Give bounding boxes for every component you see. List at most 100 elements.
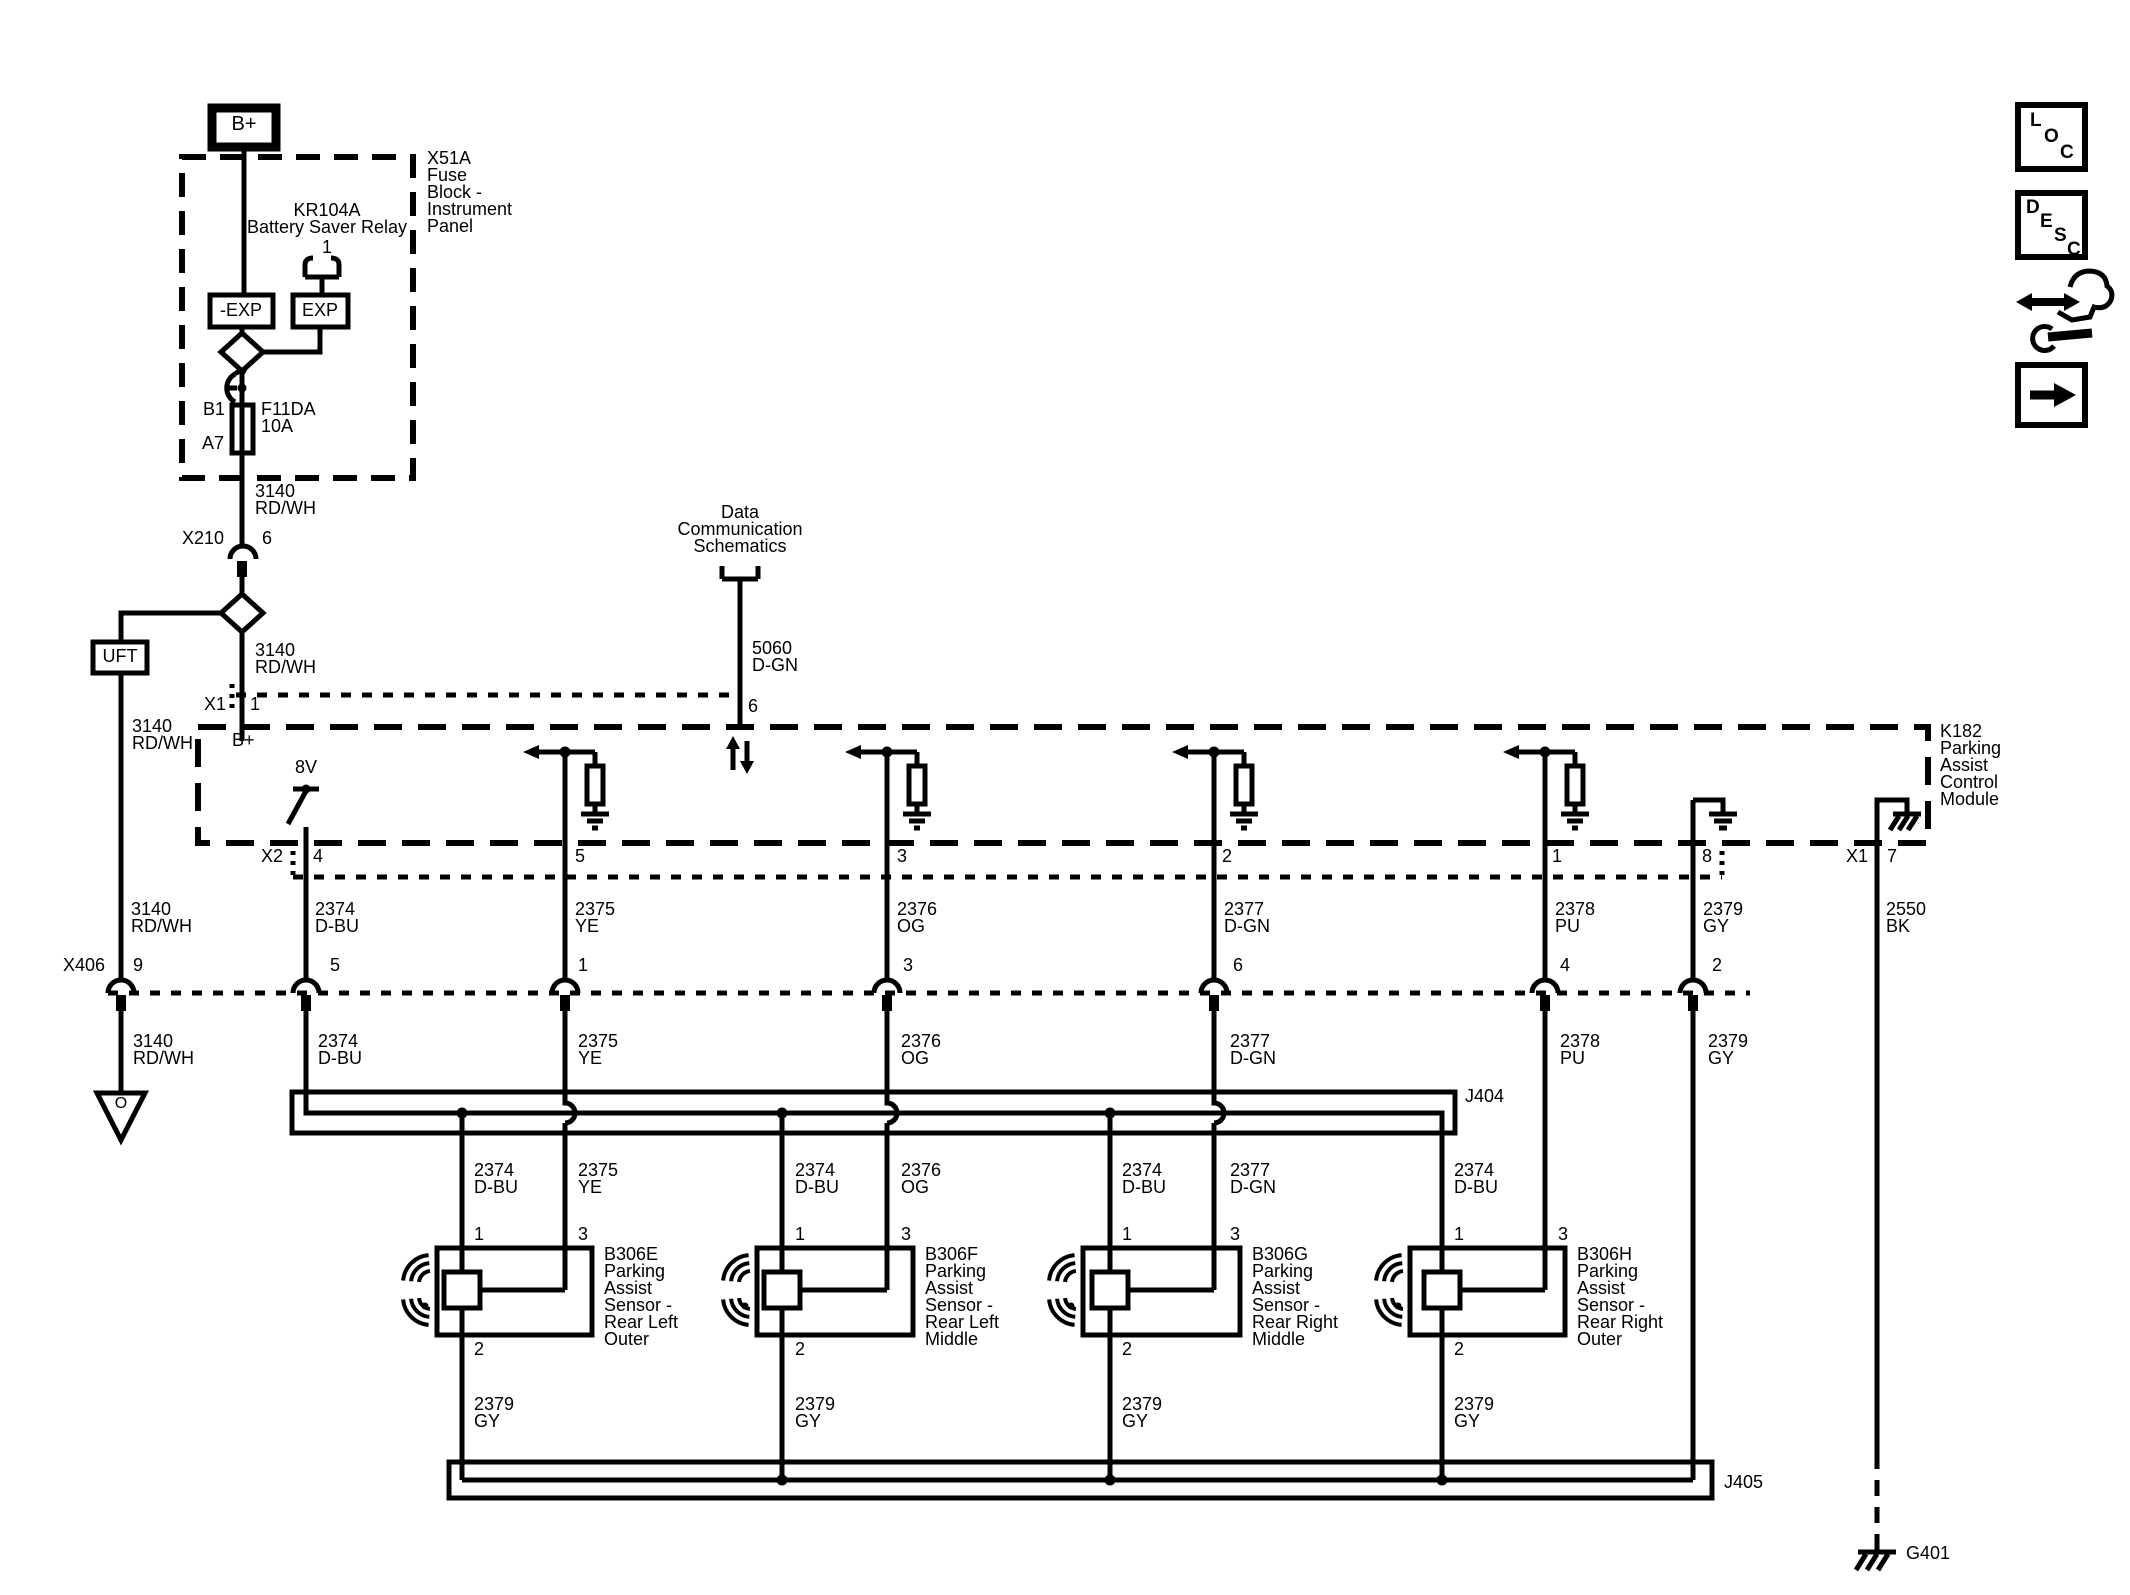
sensor-pin1-label: 1 [474,1224,485,1244]
x406-pin2-label: 2 [1712,955,1723,975]
battery-terminal-label: B+ [231,113,257,135]
next-arrow-button-box[interactable] [2015,362,2088,428]
sensor-pin3-label: 3 [901,1224,912,1244]
sensor-pin3-label: 3 [1230,1224,1241,1244]
x210-connector-plug [237,561,247,577]
ultrasound-icon-4 [1376,1255,1403,1325]
loc-button-box[interactable] [2015,102,2088,172]
relay-contact-symbol [302,255,342,295]
module-box [195,724,1931,846]
relay-contact-neg-label: -EXP [219,300,263,320]
splice-diamond-2 [217,590,267,636]
repair-icon[interactable] [2016,268,2115,353]
x2-connector-label: X2 [260,846,283,866]
desc-button-box[interactable] [2015,190,2088,260]
x406-connector-label: X406 [62,955,105,975]
sensor-pin2-label: 2 [795,1339,806,1359]
sensor-pin3-label: 3 [1558,1224,1569,1244]
splice-diamond-1 [217,329,267,375]
x1-pin6-label: 6 [748,696,759,716]
x406-pin9-label: 9 [133,955,144,975]
relay-pin-label: 1 [321,237,333,257]
ultrasound-icon-1 [403,1255,430,1325]
x2-pin4-label: 4 [313,846,324,866]
relay-contact-pos-label: EXP [301,300,339,320]
clip-symbol [224,368,248,405]
sensor-pin2-label: 2 [1454,1339,1465,1359]
j405-label: J405 [1724,1472,1764,1492]
module-channel-1 [523,745,609,1290]
x2-pin5-label: 5 [575,846,586,866]
j405-taps [462,1474,1693,1486]
x1-right-label: X1 [1845,846,1868,866]
module-channel-2 [845,745,931,1290]
module-channel-4 [1503,745,1589,1290]
module-supply-label: 8V [295,757,318,777]
sensor-pin2-label: 2 [474,1339,485,1359]
x2-pin2-label: 2 [1222,846,1233,866]
x1-pin1-label: 1 [250,694,261,714]
g401-ground-symbol [1853,1549,1896,1572]
x1-connector-label: X1 [203,694,226,714]
sensor-pin1-label: 1 [795,1224,806,1244]
fuse-pin-bottom-label: A7 [201,433,224,453]
j404-label: J404 [1465,1086,1505,1106]
module-channel-3 [1172,745,1258,1290]
fuse-symbol [229,402,256,456]
supply-switch-symbol [285,784,319,826]
x210-pin-label: 6 [262,528,273,548]
sensor-box-b306h [1407,1245,1568,1338]
x406-pin6-label: 6 [1233,955,1244,975]
module-ground-pin8 [1690,797,1737,1480]
wire-uft-branch [118,610,221,642]
sensor-pin1-label: 1 [1122,1224,1133,1244]
fuse-block-box [179,154,416,481]
x210-connector-arc [227,543,259,560]
x406-connector-symbols [105,977,1709,1011]
j404-box [289,1089,1458,1136]
wire-relay-to-splice [263,327,323,355]
x406-pin4-label: 4 [1560,955,1571,975]
x406-pin1-label: 1 [578,955,589,975]
x210-label: X210 [181,528,224,548]
x2-pin8-label: 8 [1702,846,1713,866]
x2-pin1-label: 1 [1552,846,1563,866]
sensor-pin3-label: 3 [578,1224,589,1244]
ultrasound-icon-3 [1049,1255,1076,1325]
module-bplus-label: B+ [232,730,255,750]
fuse-pin-top-label: B1 [202,399,225,419]
